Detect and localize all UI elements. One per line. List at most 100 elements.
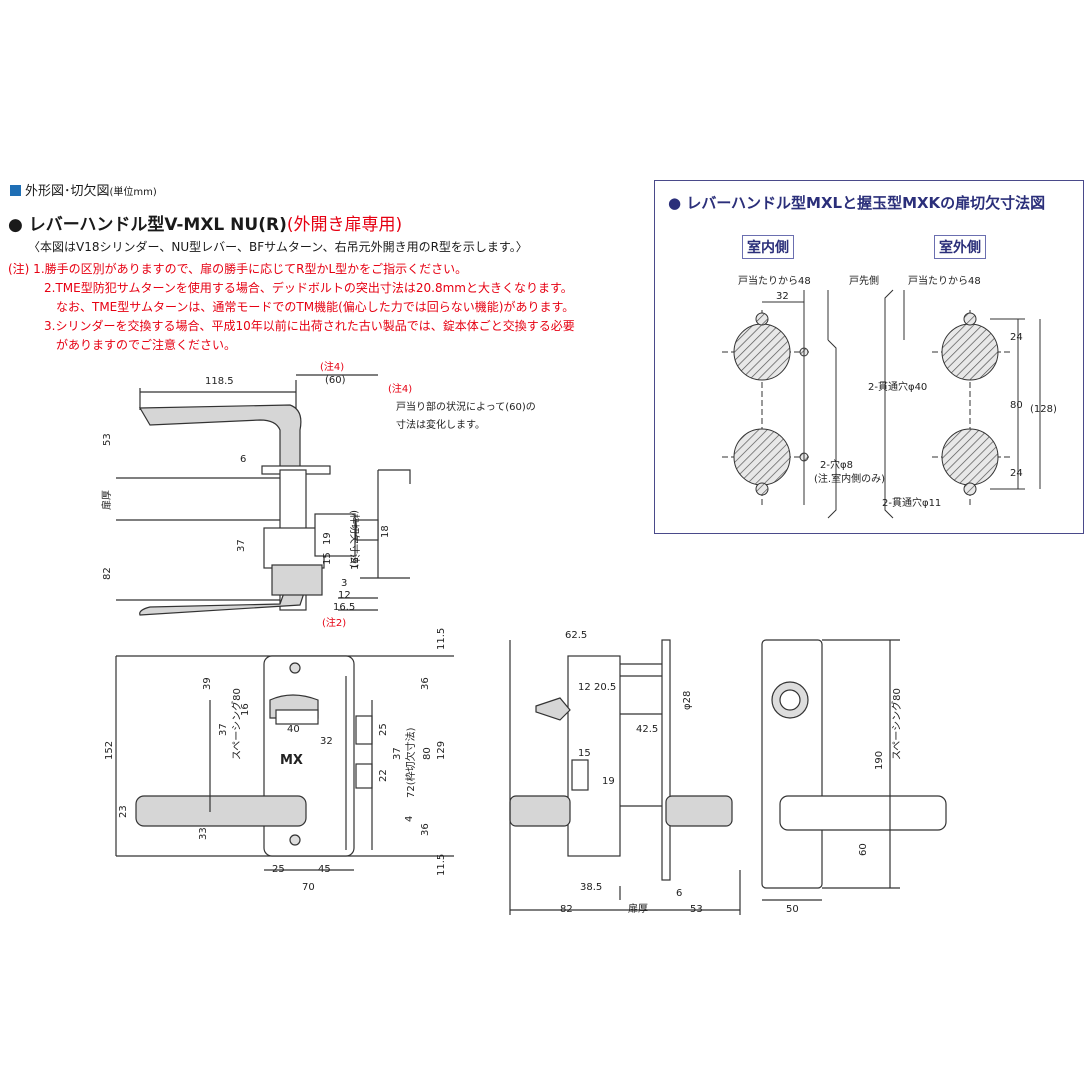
dim-60: (60): [325, 375, 346, 386]
dim-19-side: 19: [602, 776, 615, 787]
dim-16: 16: [350, 557, 361, 570]
lever-outside: [779, 795, 947, 831]
dim-11-5a: 11.5: [436, 628, 447, 650]
dim-33: 33: [198, 827, 209, 840]
note4-mark-top: (注4): [320, 360, 344, 373]
door-thickness-label: 扉厚: [100, 490, 113, 510]
outdoor-label: 室外側: [934, 235, 986, 259]
page-title: ● レバーハンドル型V-MXL NU(R)(外開き扉専用): [8, 215, 403, 235]
dim-11-5b: 11.5: [436, 854, 447, 876]
dim-152: 152: [104, 741, 115, 760]
dim-20-5: 20.5: [594, 682, 616, 693]
side-view-top: [116, 374, 411, 616]
cutout-title-text: レバーハンドル型MXLと握玉型MXKの扉切欠寸法図: [686, 194, 1046, 212]
dim-phi28: φ28: [682, 691, 693, 710]
hole-40-outdoor-top: [941, 323, 999, 381]
dim-36a: 36: [420, 677, 431, 690]
brand-mark: MX: [280, 753, 303, 768]
hole-8-note: (注.室内側のみ): [814, 472, 885, 485]
front-view: [115, 655, 454, 871]
dim-18: 18: [380, 525, 391, 538]
dim-38-5: 38.5: [580, 882, 602, 893]
dim-72-frame: 72(枠切欠寸法): [404, 727, 417, 798]
title-main: レバーハンドル型V-MXL NU(R): [28, 215, 287, 235]
from-stop-left: 戸当たりから48: [738, 274, 811, 287]
dim-19: 19: [322, 532, 333, 545]
hole-11-label: 2-貫通穴φ11: [882, 496, 941, 509]
indoor-label: 室内側: [742, 235, 794, 259]
dim-39: 39: [202, 677, 213, 690]
note2-mark: (注2): [322, 616, 346, 629]
title-red: (外開き扉専用): [286, 215, 403, 235]
from-stop-right: 戸当たりから48: [908, 274, 981, 287]
header-title: 外形図･切欠図: [25, 184, 110, 199]
dim-128: (128): [1030, 404, 1057, 415]
outside-view: [761, 639, 947, 901]
cutout-drawing: [722, 289, 1041, 519]
dim-4: 4: [404, 816, 415, 822]
dim-37b: 37: [392, 747, 403, 760]
note-3: 3.シリンダーを交換する場合、平成10年以前に出荷された古い製品では、錠本体ごと…: [44, 319, 575, 333]
dim-82: 82: [102, 567, 113, 580]
spacing-label-front: スペーシング80: [230, 688, 243, 760]
dim-24a: 24: [1010, 332, 1023, 343]
dim-53-side: 53: [690, 904, 703, 915]
dim-15: 15: [322, 552, 333, 565]
dim-25b: 25: [272, 864, 285, 875]
dim-129: 129: [436, 741, 447, 760]
dim-190: 190: [874, 751, 885, 770]
dim-36b: 36: [420, 823, 431, 836]
hole-40-indoor-top: [733, 323, 791, 381]
dim-45: 45: [318, 864, 331, 875]
dim-40: 40: [287, 724, 300, 735]
dim-3: 3: [341, 578, 347, 589]
note4-text1: 戸当り部の状況によって(60)の: [396, 400, 536, 413]
dim-15-side: 15: [578, 748, 591, 759]
note-1: (注) 1.勝手の区別がありますので、扉の勝手に応じてR型かL型かをご指示くださ…: [8, 262, 468, 276]
door-edge-label: 戸先側: [849, 274, 879, 287]
note-2b: なお、TME型サムターンは、通常モードでのTM機能(偏心した力では回らない機能)…: [56, 300, 575, 314]
dim-32-front: 32: [320, 736, 333, 747]
dim-60-outside: 60: [858, 843, 869, 856]
lever-front: [135, 795, 307, 827]
hole-40-label: 2-貫通穴φ40: [868, 380, 927, 393]
note4-mark: (注4): [388, 382, 412, 395]
hole-40-outdoor-bottom: [941, 428, 999, 486]
dim-22: 22: [378, 769, 389, 782]
frame-cutout-label: (枠切欠寸法): [348, 510, 361, 568]
hole-40-indoor-bottom: [733, 428, 791, 486]
lever-handle-top: [138, 404, 302, 471]
dim-6-side: 6: [676, 888, 682, 899]
door-thickness-side: 扉厚: [628, 902, 648, 915]
cutout-panel-title: ● レバーハンドル型MXLと握玉型MXKの扉切欠寸法図: [668, 194, 1046, 212]
unit-label: (単位mm): [109, 187, 157, 198]
dim-32: 32: [776, 291, 789, 302]
cutout-panel: [654, 180, 1084, 534]
note4-text2: 寸法は変化します。: [396, 418, 485, 431]
dim-24b: 24: [1010, 468, 1023, 479]
spacing-label-outside: スペーシング80: [890, 688, 903, 760]
dim-70: 70: [302, 882, 315, 893]
dim-37-front: 37: [218, 723, 229, 736]
subtitle: 〈本図はV18シリンダー、NU型レバー、BFサムターン、右吊元外開き用のR型を示…: [28, 240, 528, 254]
dim-80-front: 80: [422, 747, 433, 760]
dim-37: 37: [236, 539, 247, 552]
dim-42-5: 42.5: [636, 724, 658, 735]
square-bullet-icon: [10, 185, 21, 196]
dim-50: 50: [786, 904, 799, 915]
note-2: 2.TME型防犯サムターンを使用する場合、デッドボルトの突出寸法は20.8mmと…: [44, 281, 573, 295]
dim-82-side: 82: [560, 904, 573, 915]
dim-62-5: 62.5: [565, 630, 587, 641]
dim-118-5: 118.5: [205, 376, 234, 387]
hole-8-label: 2-穴φ8: [820, 458, 853, 471]
dim-16-front: 16: [240, 703, 251, 716]
dim-80: 80: [1010, 400, 1023, 411]
dim-12-side: 12: [578, 682, 591, 693]
dim-6: 6: [240, 454, 246, 465]
dim-12: 12: [338, 590, 351, 601]
dim-23: 23: [118, 805, 129, 818]
dim-25: 25: [378, 723, 389, 736]
note-3b: がありますのでご注意ください。: [56, 338, 237, 352]
outside-plate: [761, 639, 823, 889]
